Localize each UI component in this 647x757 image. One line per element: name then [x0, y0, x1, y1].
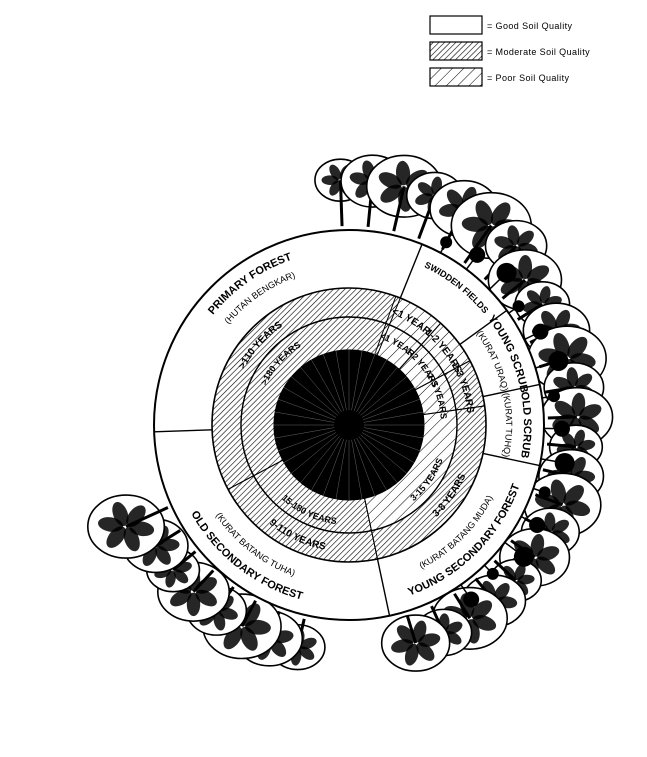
- outer-ring-label: OLD SCRUB: [518, 391, 533, 459]
- outer-divider: [482, 452, 540, 467]
- legend-swatch-good: [429, 15, 483, 35]
- shrub-icon: [533, 486, 551, 499]
- shrub-icon: [504, 541, 534, 567]
- legend-label-moderate: = Moderate Soil Quality: [487, 47, 590, 57]
- shrub-icon: [541, 390, 560, 403]
- shrub-icon: [543, 420, 570, 437]
- center-disk: [268, 344, 430, 506]
- shrub-icon: [439, 236, 453, 254]
- outer-ring-sublabel: (KURAT TUHQ): [501, 392, 514, 458]
- legend-item-poor: = Poor Soil Quality: [429, 67, 569, 87]
- shrub-icon: [460, 584, 480, 608]
- outer-divider: [482, 383, 540, 398]
- shrub-icon: [465, 246, 486, 270]
- legend-swatch-poor: [429, 67, 483, 87]
- outer-divider: [154, 429, 213, 433]
- shrub-icon: [488, 262, 517, 291]
- legend: = Good Soil Quality = Moderate Soil Qual…: [429, 15, 590, 87]
- legend-swatch-moderate: [429, 41, 483, 61]
- shrub-icon: [483, 564, 499, 580]
- outer-divider: [459, 309, 508, 346]
- legend-label-good: = Good Soil Quality: [487, 21, 572, 31]
- shrub-icon: [540, 453, 575, 474]
- shrub-icon: [508, 300, 525, 314]
- sector-dividers: [154, 243, 540, 616]
- legend-item-good: = Good Soil Quality: [429, 15, 572, 35]
- shrub-icon: [535, 350, 569, 371]
- shrub-icon: [523, 323, 549, 341]
- outer-divider: [399, 243, 423, 299]
- tree-icon: [87, 494, 169, 559]
- tree-icon: [380, 614, 451, 672]
- legend-item-moderate: = Moderate Soil Quality: [429, 41, 590, 61]
- legend-label-poor: = Poor Soil Quality: [487, 73, 569, 83]
- outer-divider: [376, 558, 391, 616]
- shrub-icon: [520, 515, 546, 533]
